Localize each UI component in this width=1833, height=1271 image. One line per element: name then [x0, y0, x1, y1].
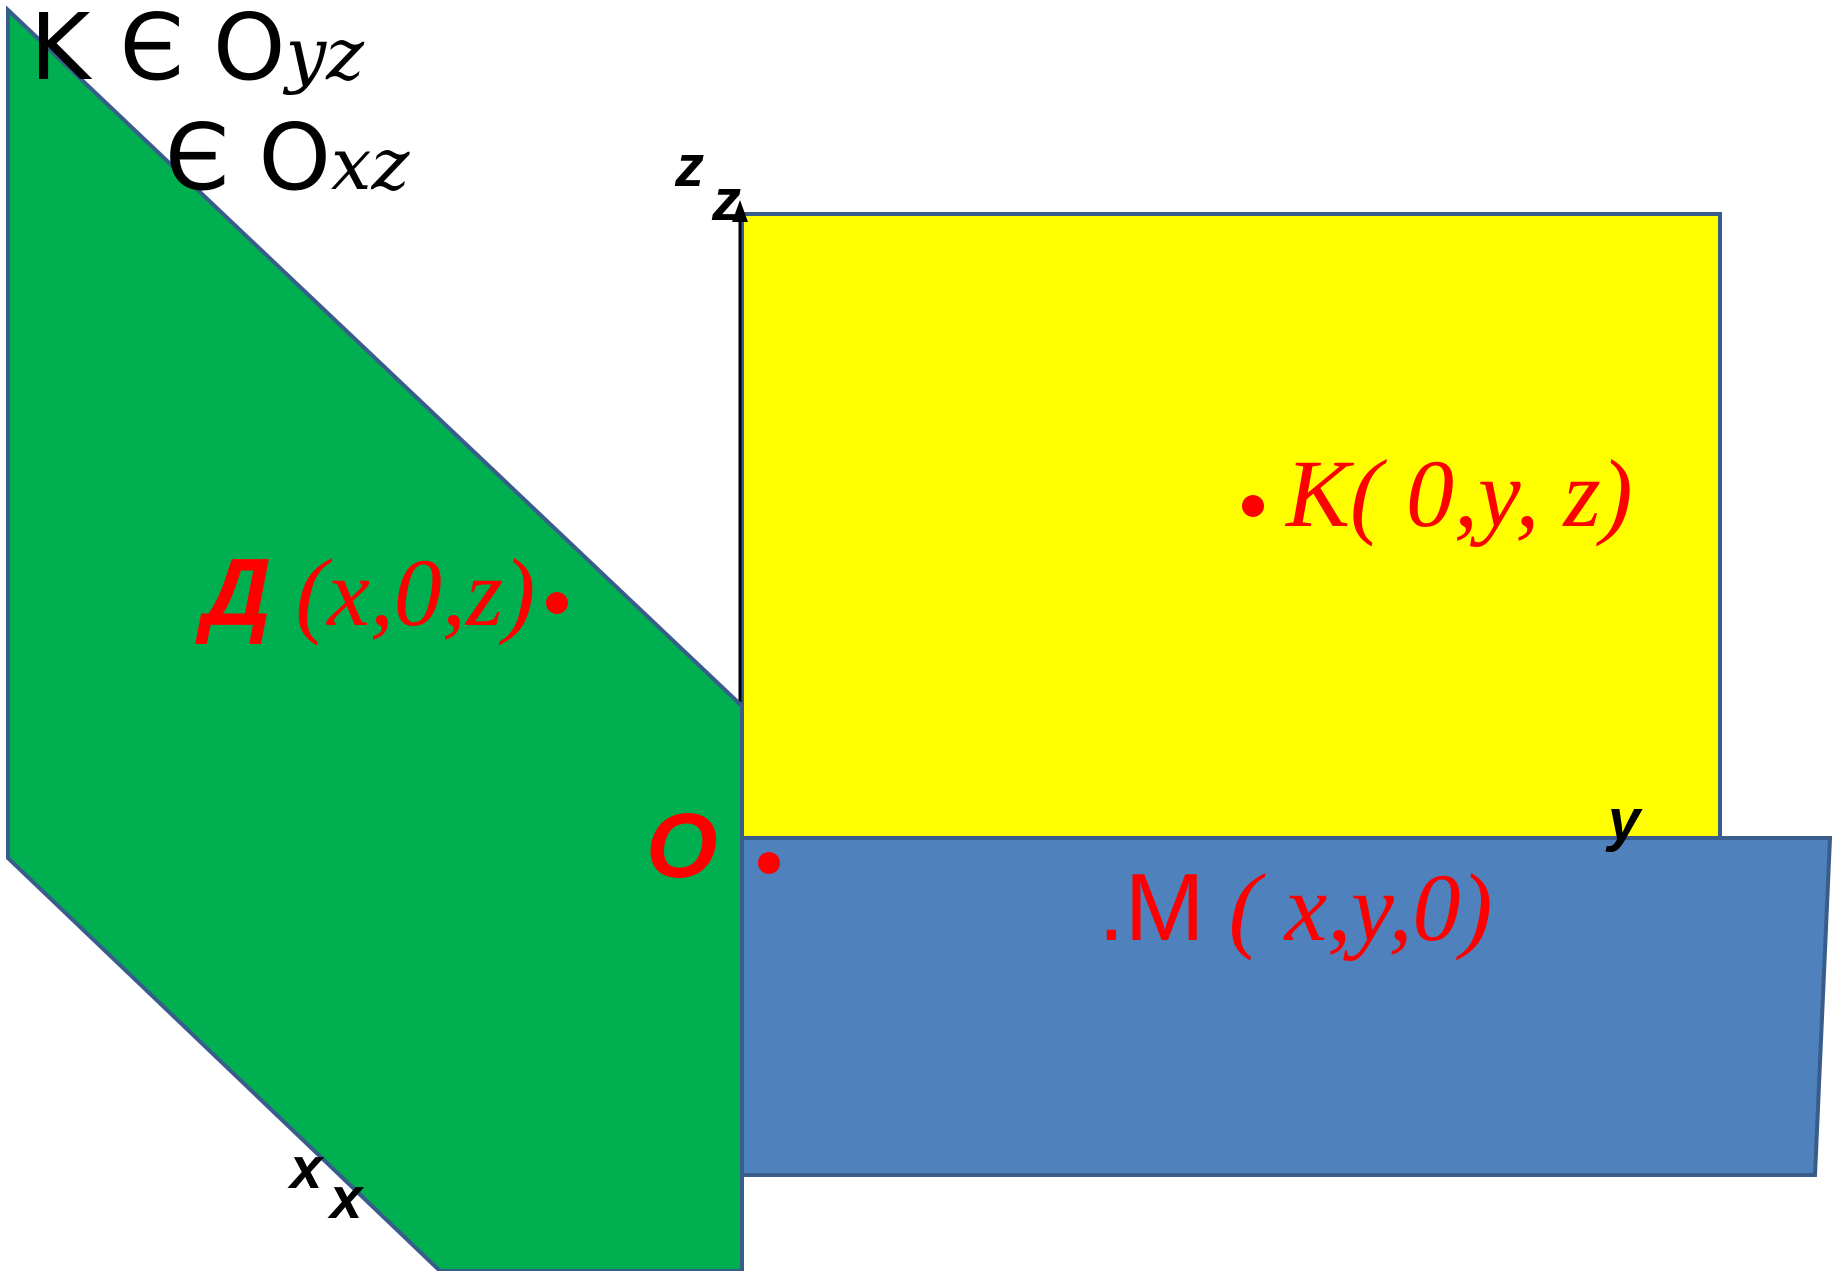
point-d-coords: (x,0,z): [295, 539, 536, 646]
plane-yz: [740, 212, 1722, 841]
point-m-coords: ( x,y,0): [1228, 854, 1493, 961]
point-d-marker: [546, 592, 568, 614]
plane-xz: [6, 5, 744, 1271]
point-k-coords: ( 0,y, z): [1350, 440, 1633, 547]
x-axis-label-2: x: [330, 1166, 363, 1231]
point-d-label: Д (x,0,z): [202, 545, 535, 641]
x-axis-label: x: [290, 1136, 323, 1201]
y-axis-label: y: [1608, 788, 1641, 853]
statement-2-plane: xz: [330, 122, 410, 206]
z-axis-label: z: [675, 134, 704, 199]
point-k-marker: [1242, 495, 1264, 517]
statement-k-in-oyz: K Є Oyz: [30, 2, 364, 94]
z-axis-arrowhead: [732, 200, 748, 222]
origin-marker: [758, 852, 780, 874]
point-k-letter: K: [1286, 440, 1351, 547]
point-k-label: K( 0,y, z): [1286, 446, 1633, 542]
point-m-label: .M ( x,y,0): [1098, 860, 1493, 956]
statement-1-plane: yz: [285, 12, 365, 96]
origin-label: O: [646, 795, 718, 897]
z-axis-label-2: z: [712, 168, 741, 233]
statement-2-text: Є O: [165, 104, 331, 211]
point-d-letter: Д: [202, 539, 272, 646]
statement-in-oxz: Є Oxz: [165, 112, 409, 204]
statement-1-text: K Є O: [30, 0, 286, 101]
point-m-letter: .M: [1098, 854, 1205, 961]
